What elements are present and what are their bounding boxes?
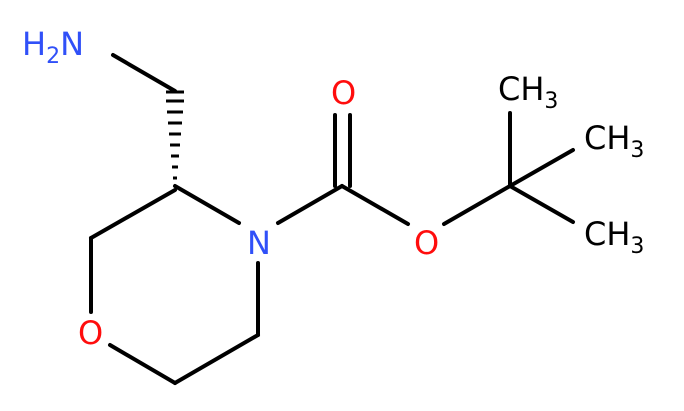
bond-ch2-n [111,53,177,93]
amine-label: H2N [22,25,84,69]
methyl-bot-label: CH3 [584,215,644,259]
bond-c3-n4 [173,184,241,225]
ester-oxygen-label: O [414,224,439,262]
ring-oxygen-label: O [78,314,103,352]
bond-c-o-ester [340,184,410,226]
bond-c2-c3 [89,188,177,240]
bond-n4-c-carbonyl [276,184,344,225]
hashed-wedge-bond [166,90,184,180]
bond-o-cq [442,184,512,226]
bond-cq-ch3-mid [508,148,575,188]
bond-c5-c6 [173,333,260,385]
carbonyl-oxygen-label: O [331,74,356,112]
bond-cq-ch3-bot [508,184,575,224]
methyl-mid-label: CH3 [584,119,644,163]
bond-c6-o1 [108,343,177,385]
methyl-top-label: CH3 [498,70,558,114]
ring-nitrogen-label: N [247,224,271,262]
